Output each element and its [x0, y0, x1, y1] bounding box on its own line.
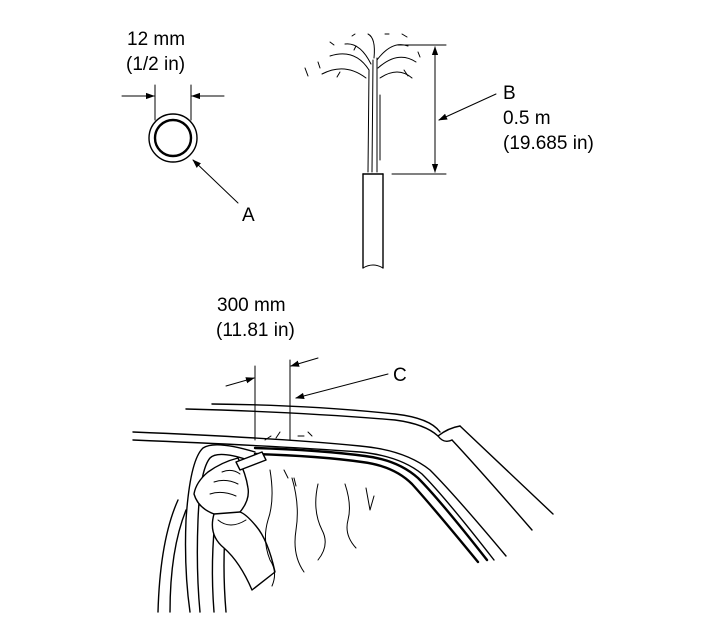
distance-arrow-right	[290, 357, 319, 367]
glove-cuff	[211, 511, 276, 591]
droplet-8	[403, 69, 409, 77]
hose-diameter-in-label: (1/2 in)	[126, 54, 185, 75]
water-runoff-2	[291, 477, 305, 573]
callout-a-leader	[192, 159, 239, 204]
water-runoff-3	[315, 483, 326, 561]
weatherstrip-seal-lower	[253, 452, 480, 564]
hose-outer-wall	[148, 113, 198, 163]
droplet-9	[336, 71, 341, 78]
callout-a-label: A	[242, 205, 255, 226]
finger-line-3	[209, 491, 237, 497]
distance-arrow-left	[225, 377, 255, 387]
water-height-in-label: (19.685 in)	[503, 133, 594, 154]
water-stream-figure: B 0.5 m (19.685 in)	[304, 33, 594, 269]
stream-line-1	[367, 69, 370, 173]
weatherstrip-seal	[253, 446, 489, 562]
hose-diameter-mm-label: 12 mm	[127, 29, 185, 50]
pillar-corner	[437, 435, 453, 443]
droplet-6	[401, 33, 408, 38]
callout-b-label: B	[503, 83, 516, 104]
droplet-4	[351, 33, 356, 37]
spray-arc-7	[379, 71, 413, 79]
roof-outer-edge	[185, 408, 461, 437]
splash-2	[275, 431, 281, 439]
droplet-7	[417, 51, 421, 58]
door-frame-outer	[132, 431, 507, 557]
spray-arc-5	[377, 56, 417, 69]
roof-water-test-figure: 300 mm (11.81 in) C	[132, 295, 554, 613]
droplet-3	[329, 41, 335, 46]
spray-arc-3	[367, 33, 375, 59]
finger-line-1	[221, 469, 241, 475]
spray-arc-1	[329, 53, 370, 71]
roof-top-line	[211, 403, 441, 433]
droplet-1	[304, 67, 309, 77]
test-distance-mm-label: 300 mm	[217, 295, 286, 316]
finger-line-2	[213, 479, 239, 485]
splash-6	[293, 477, 297, 487]
hose-nozzle	[235, 451, 267, 471]
water-runoff-5	[365, 487, 375, 511]
droplet-2	[317, 61, 321, 69]
glove-cuff-seam	[217, 519, 247, 526]
hose-trailing-1	[157, 499, 179, 613]
hose-coil-outer	[184, 444, 256, 613]
water-runoff-4	[344, 483, 357, 549]
callout-c-leader	[295, 373, 389, 400]
pillar-outer-edge	[459, 425, 554, 515]
door-frame-inner	[132, 439, 495, 561]
hose-inner-bore	[153, 118, 193, 158]
hose-trailing-2	[169, 509, 187, 613]
spray-arc-6	[321, 68, 367, 79]
hose-pipe-break	[362, 264, 384, 269]
spray-arc-2	[344, 43, 372, 65]
splash-1	[264, 435, 272, 441]
test-distance-in-label: (11.81 in)	[216, 320, 295, 341]
droplet-10	[353, 45, 357, 51]
callout-b-leader	[438, 93, 497, 121]
water-height-m-label: 0.5 m	[503, 108, 551, 129]
splash-4	[307, 431, 313, 437]
water-runoff-1	[264, 469, 276, 587]
hose-cross-section: 12 mm (1/2 in) A	[121, 29, 255, 226]
splash-5	[283, 469, 289, 479]
stream-line-2	[371, 59, 374, 173]
callout-c-label: C	[393, 365, 407, 386]
pillar-inner-edge	[451, 439, 533, 531]
